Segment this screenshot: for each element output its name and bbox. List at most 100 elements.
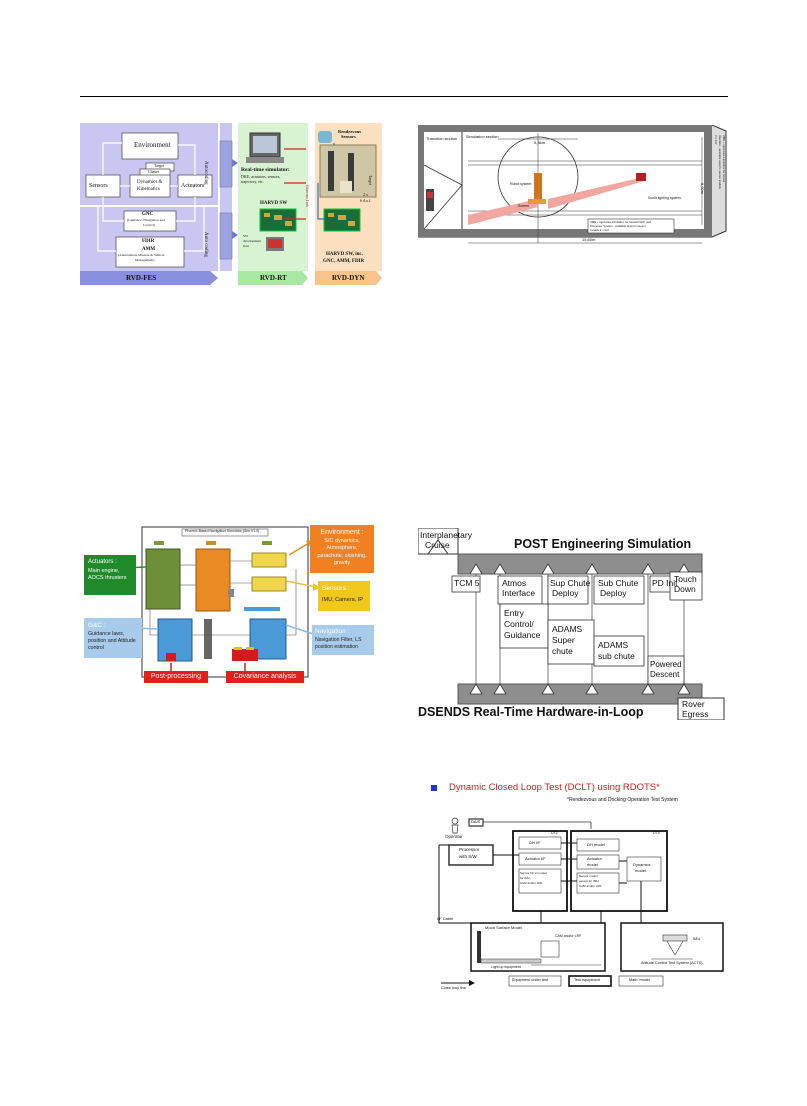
fig5-processor1: Processor [459,847,480,852]
fig2-note3: models 2 x 1m² [590,228,610,232]
navigation-simulator-diagram [98,526,320,678]
fig5-operator: Operator [445,834,463,839]
fig5-sensor-model2: except for IMU, [579,879,600,883]
fig4-rover2: Egress [682,709,709,719]
fig3-header: Phoenix Based Navigation Simulator (Sim … [185,529,260,533]
fig5-sensor-model1: Sensor model [579,874,598,878]
fig5-dh-model: DH model [587,842,605,847]
fig4-interplanetary1: Interplanetary [420,530,472,540]
fig5-cam-lrf: CAM and/or LRF [555,934,582,938]
fig4-adams-sub1: ADAMS [598,640,629,650]
rvd-dyn-arrow [315,271,382,285]
fig5-moon-surface: Moon Surface Model [485,925,522,930]
fig2-robot-system: Robot system [510,182,532,186]
fig4-entry2: Control/ [504,619,534,629]
environment-body: S/C dynamics, Atmosphere, parachute, slo… [317,538,367,567]
fig4-sub2: Deploy [600,588,627,598]
fig1-rt-sim-title: Real-time simulator: [241,167,290,173]
fig4-tcm: TCM 5 [454,578,480,588]
fig1-rvd-sensors1: Rendezvous [338,129,362,134]
post-dsends-diagram [417,527,725,721]
rvd-architecture-diagram [80,123,382,285]
fig4-powered2: Descent [650,670,680,679]
rvd-rt-arrow [238,271,308,285]
fig1-sw-host3: host [243,244,249,248]
fig2-note1: VME + rigid area simulation for forward … [590,220,651,224]
fig1-fdir: FDIR [142,239,155,244]
fig4-adams-super1: ADAMS [552,624,583,634]
fig2-sunlit-lighting: Sunlit lighting system [648,196,681,200]
fig1-amm-sub1: (Autonomous Mission & Vehicle [118,253,165,257]
fig4-adams-super3: chute [552,646,573,656]
fig5-sensor-if1: Sensor I/F w/ model [520,871,547,875]
fig1-dynamics: Dynamics & [137,180,163,185]
gc-title: G&C : [88,622,106,629]
navigation-title: Navigation : [315,628,350,635]
fig1-environment: Environment [134,141,171,149]
fig1-amm-sub2: Management) [135,258,155,262]
fig1-rvd-sensors2: Sensors [341,134,356,139]
figure-simulation-hall: Transition section Simulation section 5,… [417,124,728,248]
fig5-legend-equipment: Equipment under test [512,978,549,982]
fig1-ethernet: Ethernet Link [305,185,310,208]
post-processing-label: Post-processing [150,673,202,680]
fig1-target-label: Target [368,175,373,186]
covariance-box: Covariance analysis [226,671,304,683]
fig1-target: Target [154,163,165,168]
gc-body: Guidance laws, position and Attitude con… [88,631,136,652]
fig1-rvd-dyn: RVD-DYN [332,274,365,282]
fig1-gnc-sub2: Control) [143,223,155,227]
sensors-box: Sensors : IMU, Camera, IP [318,581,370,611]
fig4-interplanetary2: Cruise [425,540,450,550]
fig1-autocoding: Autocoding [203,161,208,185]
fig2-side3: 2 x 1m² [714,135,718,145]
fig1-rt-sim-desc1: DKE, actuators, sensors, [241,174,281,179]
fig5-processor2: with S/W [459,854,477,859]
fig4-rover1: Rover [682,699,705,709]
fig2-simulation-section: Simulation section [466,134,499,139]
fig2-dim-length: 15,60m [582,237,596,242]
fig5-heading: Dynamic Closed Loop Test (DCLT) using RD… [449,782,660,793]
fig1-chaser: Chaser [148,169,160,174]
fig5-legend-math: Math. model [629,978,650,982]
fig4-adams-super2: Super [552,635,575,645]
sensors-title: Sensors : [322,585,350,592]
fig5-acts: Attitude Control Test System (ACTS) [641,961,703,965]
figure-post-dsends: Interplanetary Cruise POST Engineering S… [417,527,728,721]
rvd-fes-arrow [80,271,218,285]
fig1-dof2: 6 d.o.f. [360,198,372,203]
fig5-dh-if: DH I/F [529,840,541,845]
fig4-entry1: Entry [504,608,524,618]
navigation-box: Navigation : Navigation Filter, LS posit… [312,625,374,655]
fig4-sup2: Deploy [552,588,579,598]
covariance-label: Covariance analysis [233,673,297,680]
fig2-side2: Interface - available area for sensor mo… [718,135,722,189]
fig5-footnote: *Rendezvous and Docking Operation Test S… [567,797,678,803]
fig1-kinematics: Kinematics [137,187,160,192]
actuators-title: Actuators : [88,559,117,565]
fig4-touch2: Down [674,584,696,594]
fig5-sensor-if2: for IMU, [520,876,531,880]
fig5-sensor-if3: CAM and/or LRF [520,881,543,885]
fig2-side1: VME + rigid area simulation for sensor [722,135,726,183]
environment-box: Environment : S/C dynamics, Atmosphere, … [310,525,374,573]
gc-box: G&C : Guidance laws, position and Attitu… [84,618,142,658]
environment-title: Environment : [320,529,364,536]
fig4-atmos2: Interface [502,588,536,598]
fig4-touch1: Touch [674,574,697,584]
sensors-body: IMU, Camera, IP [322,597,363,603]
fig4-atmos1: Atmos [502,578,527,588]
header-rule [80,96,728,97]
dclt-diagram [438,817,724,987]
fig1-dof: 2 x [363,192,368,197]
simulation-hall-plan [417,124,727,244]
fig1-harvd-sw-inc1: HARVD SW, inc. [326,252,363,257]
bullet-square-icon [431,785,437,791]
fig5-actuator-if: Actuator I/F [525,856,546,861]
fig5-actuator-model1: Actuator [587,856,602,861]
fig5-actuator-model2: model [587,862,598,867]
fig1-amm: AMM [142,247,156,252]
fig5-dynamics-model2: model [635,868,646,873]
fig5-dynamics-model1: Dynamics [633,862,651,867]
figure-dclt: Dynamic Closed Loop Test (DCLT) using RD… [431,782,728,990]
